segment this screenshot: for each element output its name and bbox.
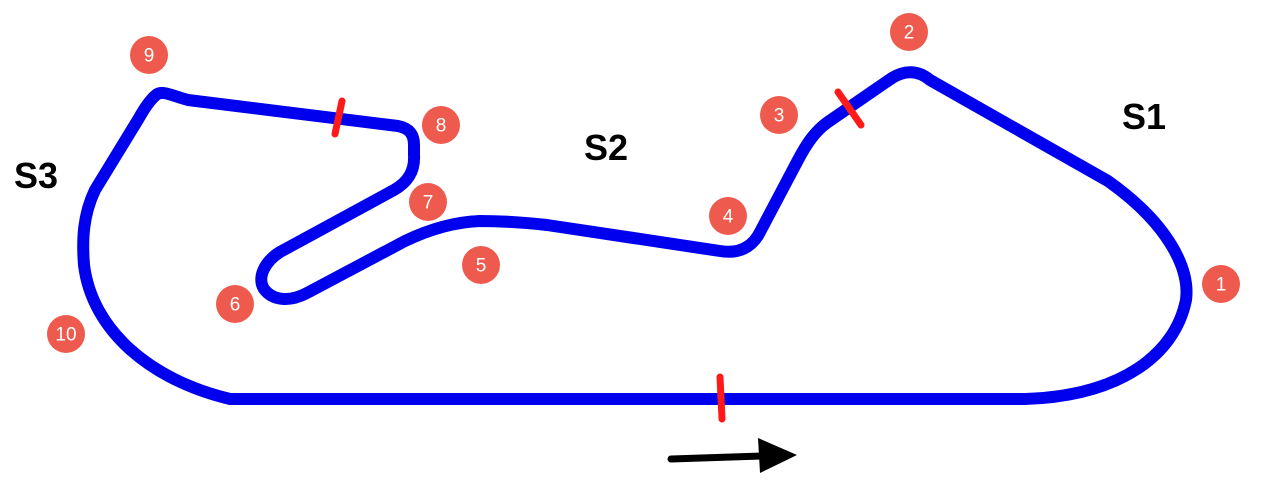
turn-badge-9: 9 (130, 36, 168, 74)
turn-badge-10: 10 (47, 315, 85, 353)
turn-badge-7: 7 (409, 183, 447, 221)
turn-number: 1 (1216, 275, 1227, 296)
turn-badge-4: 4 (709, 197, 747, 235)
turn-badge-2: 2 (890, 13, 928, 51)
turn-badge-6: 6 (216, 285, 254, 323)
turn-badge-5: 5 (462, 246, 500, 284)
turn-badge-3: 3 (760, 96, 798, 134)
turn-number: 8 (436, 116, 447, 137)
turn-number: 5 (476, 256, 487, 277)
arrow-right-icon (667, 438, 797, 473)
sector-label-s1: S1 (1122, 96, 1166, 137)
turn-number: 9 (144, 46, 155, 67)
sector-marker-s2-s3 (331, 97, 346, 138)
sector-marker-s1-s2 (834, 88, 865, 129)
turn-number: 2 (904, 23, 915, 44)
turn-badge-1: 1 (1202, 265, 1240, 303)
turn-badge-8: 8 (422, 106, 460, 144)
turn-number: 10 (55, 325, 76, 346)
sector-marker-start-finish (716, 373, 726, 423)
sector-label-s3: S3 (14, 155, 58, 196)
sector-label-s2: S2 (584, 127, 628, 168)
turn-number: 3 (774, 106, 785, 127)
track-outline (77, 66, 1193, 405)
turn-number: 6 (230, 295, 241, 316)
turn-number: 7 (423, 193, 434, 214)
turn-number: 4 (723, 207, 734, 228)
